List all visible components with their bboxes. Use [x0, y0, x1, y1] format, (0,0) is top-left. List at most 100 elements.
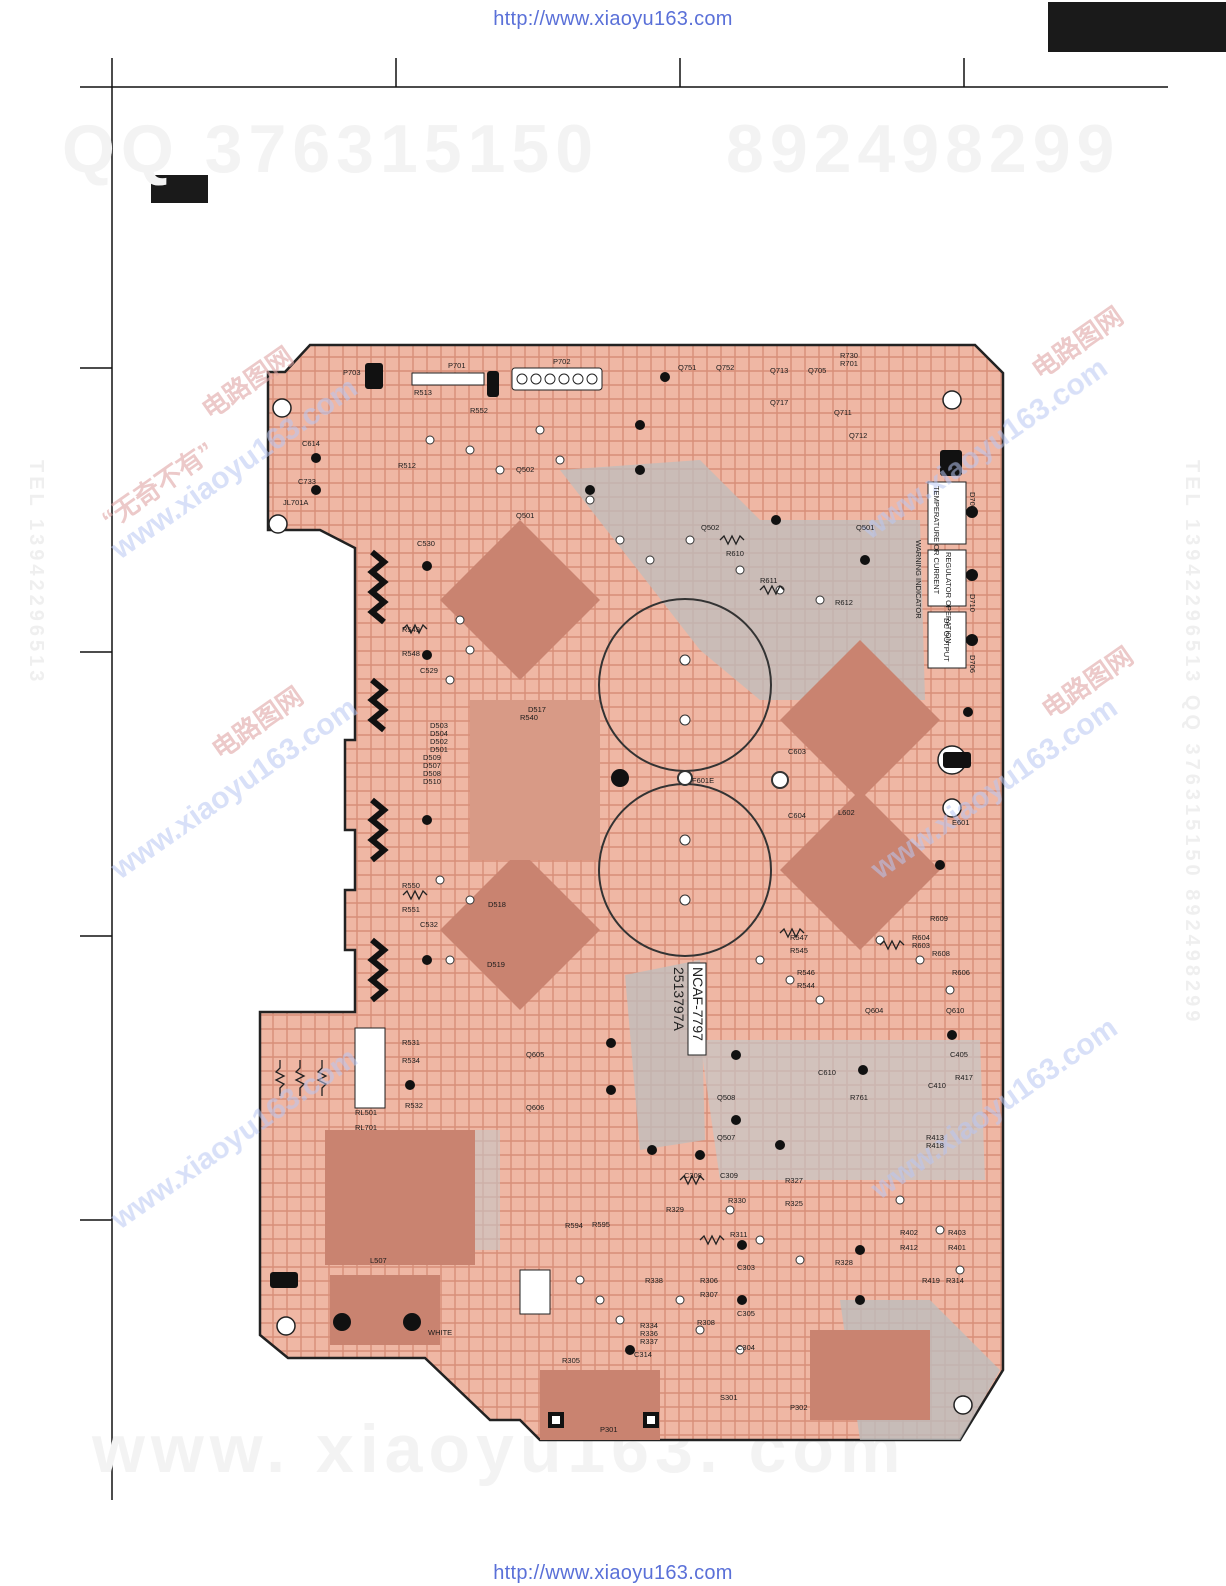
watermark-qq-left: QQ 376315150	[62, 111, 600, 187]
label-d507: D507	[423, 761, 441, 770]
label-r532: R532	[405, 1101, 423, 1110]
label-r308: R307	[700, 1290, 718, 1299]
label-r417: R761	[850, 1093, 868, 1102]
label-r551: R551	[402, 905, 420, 914]
label-r606: R606	[952, 968, 970, 977]
label-r611: R611	[760, 576, 777, 585]
label-r547: R547	[790, 933, 808, 942]
label-c401: C610	[818, 1068, 836, 1077]
label-d710: D710	[968, 594, 977, 612]
label-d519: D519	[487, 960, 505, 969]
label-r610: R610	[726, 549, 744, 558]
label-d517: D517	[528, 705, 546, 714]
label-p302: P302	[790, 1403, 808, 1412]
label-r549: R549	[402, 625, 420, 634]
label-q751: Q751	[678, 363, 696, 372]
label-jl701a: JL701A	[283, 498, 308, 507]
label-c412: C410	[928, 1081, 946, 1090]
label-r546: R546	[797, 968, 815, 977]
label-r591: R594	[565, 1221, 583, 1230]
label-s301: S301	[720, 1393, 738, 1402]
header-url[interactable]: http://www.xiaoyu163.com	[493, 8, 733, 30]
label-r513: R513	[414, 388, 432, 397]
label-q604: Q501	[856, 523, 874, 532]
label-p703: P703	[343, 368, 361, 377]
watermark-left-side: TEL 13942296513	[25, 460, 47, 686]
label-c604: C604	[788, 811, 806, 820]
label-r344: R305	[562, 1356, 580, 1365]
label-c304: C304	[737, 1343, 755, 1352]
watermark-right-side: TEL 13942296513 QQ 376315150 892498299	[1181, 460, 1203, 1026]
label-r402: R401	[948, 1243, 966, 1252]
label-temperature: TEMPERATURE OR CURRENT	[932, 486, 941, 595]
label-r305: R308	[697, 1318, 715, 1327]
label-r336: R334	[640, 1321, 658, 1330]
label-q602: Q507	[717, 1133, 735, 1142]
label-d501: D501	[430, 745, 448, 754]
label-r534: R534	[402, 1056, 420, 1065]
label-r412: R413	[926, 1133, 944, 1142]
label-d518: D518	[488, 900, 506, 909]
label-r307: R306	[700, 1276, 718, 1285]
label-rl501: RL501	[355, 1108, 377, 1117]
label-d510: D510	[423, 777, 441, 786]
label-r337: R336	[640, 1329, 658, 1338]
section-tag-block	[151, 175, 208, 203]
label-d706: D706	[968, 655, 977, 673]
label-c314: C314	[634, 1350, 652, 1359]
label-q705: Q705	[808, 366, 826, 375]
label-r730: R730	[840, 351, 858, 360]
label-r512: R512	[398, 461, 416, 470]
label-q501: Q501	[516, 511, 534, 520]
label-q712: Q712	[849, 431, 867, 440]
label-r327: R325	[785, 1199, 803, 1208]
label-r325: R314	[946, 1276, 964, 1285]
label-c532: C532	[420, 920, 438, 929]
label-p301: P301	[600, 1425, 618, 1434]
label-c529: C529	[420, 666, 438, 675]
label-r544: R544	[797, 981, 815, 990]
label-f601e: F601E	[692, 776, 714, 785]
label-r401: R412	[900, 1243, 918, 1252]
label-board-code: NCAF-7797	[690, 967, 706, 1041]
label-r608: R608	[932, 949, 950, 958]
label-r550: R550	[402, 881, 420, 890]
label-c530: C530	[417, 539, 435, 548]
label-d509: D509	[423, 753, 441, 762]
label-q713: Q713	[770, 366, 788, 375]
label-r548: R548	[402, 649, 420, 658]
label-p702: P702	[553, 357, 571, 366]
label-q606: Q610	[946, 1006, 964, 1015]
label-r306: R311	[730, 1230, 747, 1239]
label-e601: E601	[952, 818, 970, 827]
label-d503: D503	[430, 721, 448, 730]
label-r609: R609	[930, 914, 948, 923]
watermark-qq-right: 892498299	[726, 111, 1121, 187]
label-q717: Q717	[770, 398, 788, 407]
label-r545: R545	[790, 946, 808, 955]
footer-url[interactable]: http://www.xiaoyu163.com	[493, 1562, 733, 1584]
label-q711: Q711	[834, 408, 852, 417]
label-regulator: REGULATOR OPERATION	[944, 552, 953, 644]
label-q508: Q605	[526, 1050, 544, 1059]
label-d504: D504	[430, 729, 448, 738]
label-r338: R337	[640, 1337, 658, 1346]
label-q752: Q752	[716, 363, 734, 372]
label-d502: D502	[430, 737, 448, 746]
label-q601: Q508	[717, 1093, 735, 1102]
label-c409: C405	[950, 1050, 968, 1059]
label-r404: R403	[948, 1228, 966, 1237]
label-l602: L602	[838, 808, 855, 817]
label-c303: C303	[737, 1263, 755, 1272]
label-dc-output: DC OUTPUT	[942, 618, 951, 662]
label-r413: R418	[926, 1141, 944, 1150]
label-r552: R552	[470, 406, 488, 415]
label-r418: R417	[955, 1073, 973, 1082]
label-r329: R328	[835, 1258, 853, 1267]
label-c733: C733	[298, 477, 316, 486]
label-rl701: RL701	[355, 1123, 377, 1132]
label-r604: R604	[912, 933, 930, 942]
label-q603: Q502	[701, 523, 719, 532]
